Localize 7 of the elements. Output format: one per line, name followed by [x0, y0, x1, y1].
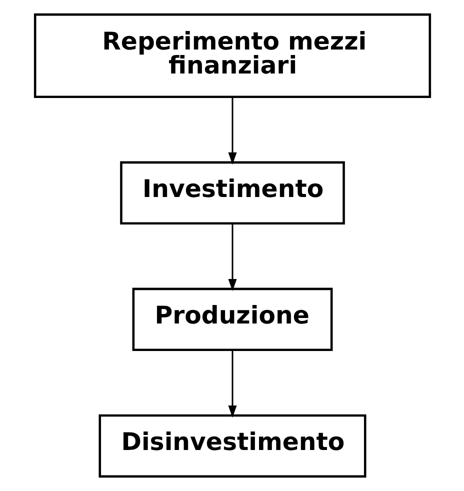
arrow: [228, 97, 236, 165]
arrow: [228, 224, 236, 292]
arrow: [228, 350, 236, 418]
node-box: Produzione: [132, 288, 332, 352]
node-box: Investimento: [120, 161, 344, 225]
node-box: Reperimento mezzi finanziari: [33, 13, 431, 98]
node-box: Disinvestimento: [98, 414, 366, 478]
